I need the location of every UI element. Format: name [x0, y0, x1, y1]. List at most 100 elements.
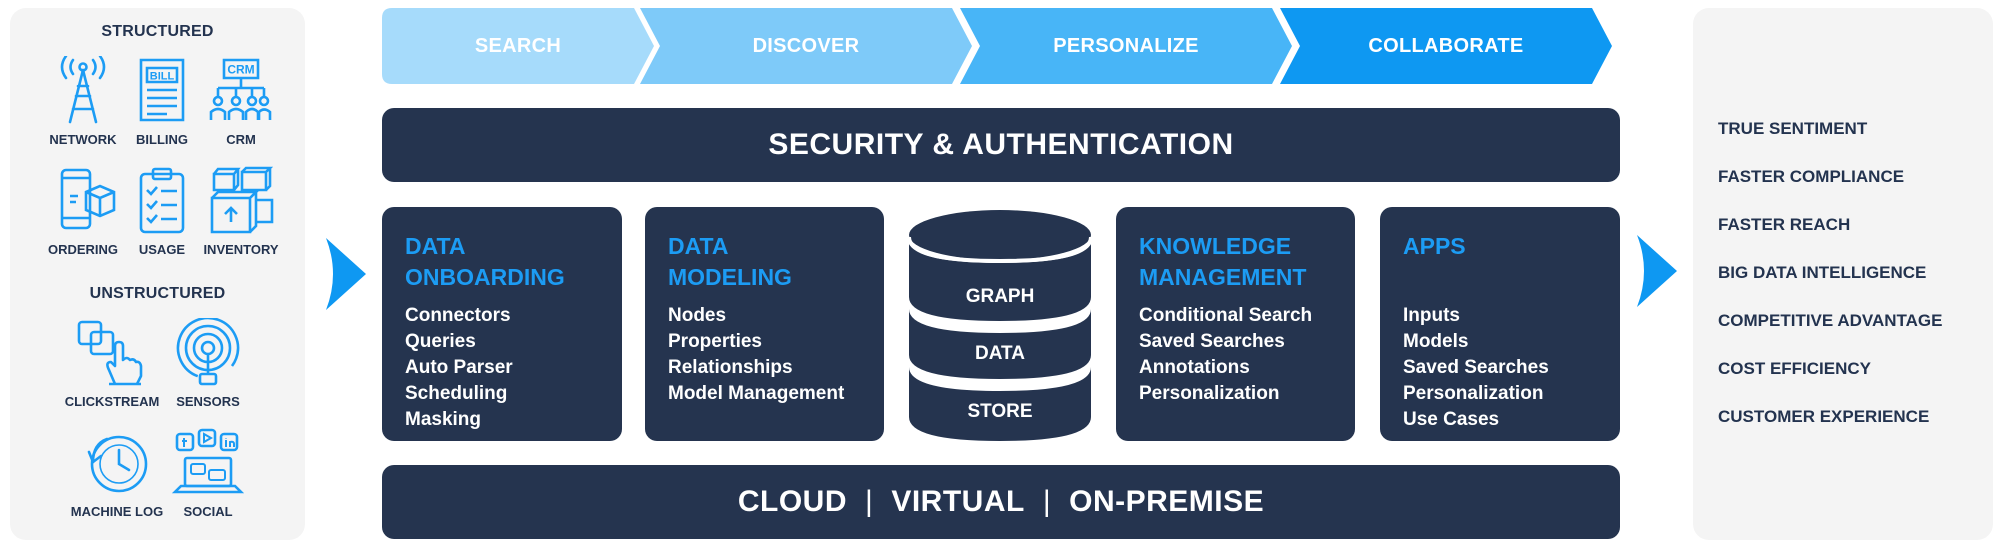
module-items: Nodes Properties Relationships Model Man… [668, 303, 862, 407]
benefit-item: COST EFFICIENCY [1718, 359, 1872, 378]
benefit-item: COMPETITIVE ADVANTAGE [1718, 311, 1943, 330]
graph-data-store: GRAPH DATA STORE [905, 205, 1095, 445]
source-label: ORDERING [47, 242, 119, 257]
source-crm: CRM CRM [193, 56, 289, 147]
phone-package-icon [60, 168, 116, 230]
db-label-store: STORE [967, 401, 1033, 422]
clipboard-checklist-icon [139, 167, 185, 234]
source-inventory: INVENTORY [193, 166, 289, 257]
benefit-item: FASTER COMPLIANCE [1718, 167, 1905, 186]
source-social: SOCIAL [160, 428, 256, 519]
module-item: Connectors [405, 305, 511, 326]
cell-tower-icon [60, 56, 106, 124]
module-title-line: KNOWLEDGE [1139, 233, 1292, 259]
source-sensors: SENSORS [160, 318, 256, 409]
module-knowledge-management: KNOWLEDGE MANAGEMENT Conditional Search … [1116, 207, 1355, 441]
module-item: Saved Searches [1139, 331, 1285, 352]
bill-icon-text: BILL [150, 71, 175, 83]
source-billing: BILL BILLING [114, 56, 210, 147]
module-title: KNOWLEDGE MANAGEMENT [1139, 231, 1333, 293]
source-usage: USAGE [114, 166, 210, 257]
stage-search: SEARCH [382, 8, 654, 84]
deployment-option-cloud: CLOUD [737, 485, 848, 518]
db-label-graph: GRAPH [965, 286, 1035, 307]
stage-discover: DISCOVER [640, 8, 972, 84]
source-label: CLICKSTREAM [64, 394, 160, 409]
deployment-option-on-premise: ON-PREMISE [1069, 485, 1265, 518]
security-bar: SECURITY & AUTHENTICATION [382, 108, 1620, 182]
module-data-onboarding: DATA ONBOARDING Connectors Queries Auto … [382, 207, 622, 441]
source-machine-log: MACHINE LOG [69, 428, 165, 519]
module-item: Annotations [1139, 357, 1250, 378]
module-item: Model Management [668, 383, 845, 404]
sensor-signal-icon [176, 318, 240, 386]
benefit-item: TRUE SENTIMENT [1718, 119, 1868, 138]
unstructured-title: UNSTRUCTURED [89, 285, 226, 302]
data-sources-panel: STRUCTURED NETWORK BILL BILLING CRM CRM [10, 8, 305, 540]
security-label: SECURITY & AUTHENTICATION [768, 128, 1234, 161]
source-label: SENSORS [176, 394, 240, 409]
crm-icon-text: CRM [227, 63, 254, 77]
module-item: Nodes [668, 305, 727, 326]
module-data-modeling: DATA MODELING Nodes Properties Relations… [645, 207, 884, 441]
flow-arrow-out-icon [1637, 235, 1677, 307]
benefits-panel [1693, 8, 1993, 540]
module-item: Queries [405, 331, 476, 352]
module-items: Inputs Models Saved Searches Personaliza… [1403, 303, 1598, 433]
deployment-bar: CLOUD | VIRTUAL | ON-PREMISE [382, 465, 1620, 539]
bill-icon: BILL [139, 58, 185, 122]
database-icon [907, 210, 1093, 441]
module-title: DATA MODELING [668, 231, 862, 293]
deployment-separator: | [1042, 485, 1052, 518]
module-item: Properties [668, 331, 762, 352]
hand-click-icon [77, 320, 143, 386]
org-chart-icon: CRM [209, 58, 272, 120]
source-label: INVENTORY [203, 242, 279, 257]
source-label: BILLING [136, 132, 188, 147]
stage-label: PERSONALIZE [1053, 34, 1199, 57]
deployment-option-virtual: VIRTUAL [891, 485, 1025, 518]
benefits-list: TRUE SENTIMENT FASTER COMPLIANCE FASTER … [1718, 119, 1942, 455]
module-title: APPS [1403, 231, 1598, 293]
stage-collaborate: COLLABORATE [1280, 8, 1612, 84]
module-item: Personalization [1403, 383, 1544, 404]
benefit-item: FASTER REACH [1718, 215, 1851, 234]
module-items: Connectors Queries Auto Parser Schedulin… [405, 303, 600, 433]
module-items: Conditional Search Saved Searches Annota… [1139, 303, 1333, 407]
clock-history-icon [87, 435, 148, 493]
module-title: DATA ONBOARDING [405, 231, 600, 293]
module-item: Models [1403, 331, 1469, 352]
benefit-item: CUSTOMER EXPERIENCE [1718, 407, 1930, 426]
source-label: SOCIAL [183, 504, 233, 519]
source-label: NETWORK [49, 132, 117, 147]
source-network: NETWORK [35, 56, 131, 147]
db-label-data: DATA [975, 343, 1025, 364]
stage-label: SEARCH [474, 34, 562, 57]
module-item: Inputs [1403, 305, 1460, 326]
source-label: CRM [226, 132, 256, 147]
source-clickstream: CLICKSTREAM [64, 318, 160, 409]
module-item: Personalization [1139, 383, 1280, 404]
stage-label: COLLABORATE [1368, 34, 1524, 57]
source-label: MACHINE LOG [70, 504, 164, 519]
module-item: Masking [405, 409, 482, 430]
stage-chevrons: SEARCH DISCOVER PERSONALIZE COLLABORATE [382, 8, 1622, 84]
module-title-line: ONBOARDING [405, 264, 565, 290]
module-item: Saved Searches [1403, 357, 1549, 378]
source-label: USAGE [138, 242, 186, 257]
module-item: Conditional Search [1139, 305, 1313, 326]
module-apps: APPS Inputs Models Saved Searches Person… [1380, 207, 1620, 441]
module-title-line: APPS [1403, 233, 1466, 259]
module-title-line: MANAGEMENT [1139, 264, 1307, 290]
stage-label: DISCOVER [752, 34, 860, 57]
module-title-line: DATA [405, 233, 466, 259]
structured-title: STRUCTURED [101, 23, 214, 40]
module-item: Scheduling [405, 383, 508, 404]
module-title-line: DATA [668, 233, 729, 259]
social-laptop-icon [171, 428, 245, 494]
boxes-icon [210, 166, 274, 234]
deployment-separator: | [865, 485, 874, 518]
module-title-line: MODELING [668, 264, 792, 290]
stage-personalize: PERSONALIZE [960, 8, 1292, 84]
module-item: Auto Parser [405, 357, 513, 378]
